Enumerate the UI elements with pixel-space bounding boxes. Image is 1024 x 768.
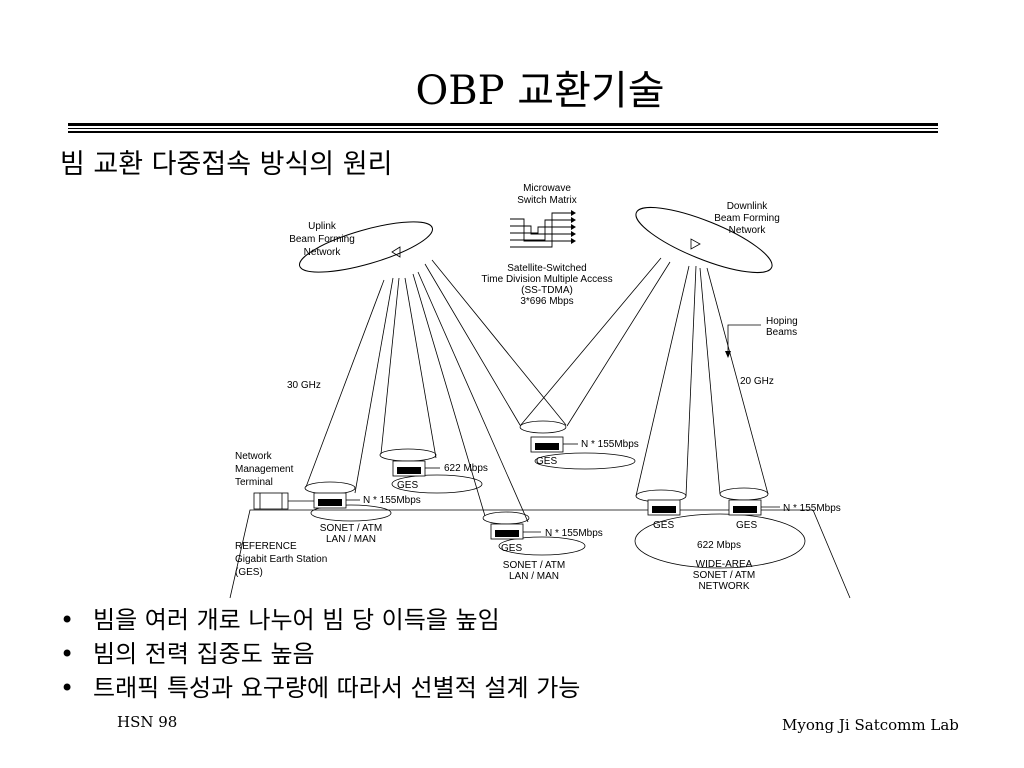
- bullet-text: 빔을 여러 개로 나누어 빔 당 이득을 높임: [93, 606, 500, 634]
- microwave-label-1: Microwave: [523, 183, 571, 194]
- ges-622-ring: [391, 474, 483, 494]
- rate-label-ref: N * 155Mbps: [363, 495, 421, 506]
- ges-label-wan-right: GES: [736, 520, 757, 531]
- title-rule-2: [68, 128, 938, 129]
- title-rule-1: [68, 123, 938, 126]
- rate-label-mid: N * 155Mbps: [545, 528, 603, 539]
- downlink-label-1: Downlink: [727, 201, 769, 212]
- switch-matrix-icon: [510, 210, 576, 248]
- ges-terminal-mid: [490, 523, 541, 540]
- downlink-antenna-dish: [635, 206, 773, 274]
- footer-right: Myong Ji Satcomm Lab: [782, 716, 959, 734]
- downlink-label-3: Network: [729, 225, 767, 236]
- uplink-label-1: Uplink: [308, 221, 337, 232]
- uplink-antenna-icon: [391, 246, 401, 258]
- ges-terminal-wan-right: [728, 499, 780, 516]
- title-rule-3: [68, 131, 938, 133]
- ges-terminal-top: [530, 436, 578, 453]
- ges-terminal-ref: [313, 492, 360, 509]
- ges-label-622: GES: [397, 480, 418, 491]
- rate-label-622: 622 Mbps: [444, 463, 488, 474]
- wan-label-3: NETWORK: [698, 581, 749, 592]
- downlink-beams: [519, 257, 769, 503]
- sonet-mid-label-2: LAN / MAN: [509, 571, 559, 582]
- nmt-label-1: Network: [235, 451, 273, 462]
- ss-tdma-label-4: 3*696 Mbps: [520, 296, 573, 307]
- rate-label-wan: N * 155Mbps: [783, 503, 841, 514]
- wan-label-2: SONET / ATM: [693, 570, 755, 581]
- hoping-beams-arrow: [727, 324, 761, 352]
- nmt-label-3: Terminal: [235, 477, 273, 488]
- bullet-text: 빔의 전력 집중도 높음: [93, 640, 315, 668]
- bullet-item: • 빔을 여러 개로 나누어 빔 당 이득을 높임: [60, 603, 580, 637]
- ss-tdma-label-3: (SS-TDMA): [521, 285, 573, 296]
- downlink-antenna-icon: [690, 238, 701, 250]
- nmt-label-2: Management: [235, 464, 294, 475]
- bullet-dot: •: [60, 674, 75, 702]
- wide-area-network-ring: [634, 513, 806, 569]
- bullet-text: 트래픽 특성과 요구량에 따라서 선별적 설계 가능: [93, 674, 581, 702]
- rate-label-wan-622: 622 Mbps: [697, 540, 741, 551]
- uplink-antenna-dish: [299, 221, 433, 273]
- slide-subtitle: 빔 교환 다중접속 방식의 원리: [60, 149, 393, 180]
- hoping-label-2: Beams: [766, 327, 797, 338]
- sonet-mid-label-1: SONET / ATM: [503, 560, 565, 571]
- reference-label-2: Gigabit Earth Station: [235, 554, 327, 565]
- ss-tdma-label-1: Satellite-Switched: [507, 263, 586, 274]
- ss-tdma-label-2: Time Division Multiple Access: [481, 274, 612, 285]
- bullet-item: • 빔의 전력 집중도 높음: [60, 637, 580, 671]
- bullet-item: • 트래픽 특성과 요구량에 따라서 선별적 설계 가능: [60, 671, 580, 705]
- downlink-label-2: Beam Forming: [714, 213, 780, 224]
- freq-uplink-label: 30 GHz: [287, 380, 321, 391]
- wan-label-1: WIDE-AREA: [696, 559, 753, 570]
- ges-label-mid: GES: [501, 543, 522, 554]
- ges-terminal-wan-left: [647, 499, 681, 516]
- sonet-left-label-1: SONET / ATM: [320, 523, 382, 534]
- hoping-beams-arrowhead: [725, 351, 731, 358]
- uplink-label-3: Network: [304, 247, 342, 258]
- ges-top-ring: [534, 452, 636, 470]
- uplink-beams: [304, 259, 567, 525]
- bullet-list: • 빔을 여러 개로 나누어 빔 당 이득을 높임 • 빔의 전력 집중도 높음 •…: [60, 603, 580, 705]
- ref-ges-ring: [310, 504, 392, 522]
- rate-label-top: N * 155Mbps: [581, 439, 639, 450]
- reference-label-3: (GES): [235, 567, 263, 578]
- uplink-label-2: Beam Forming: [289, 234, 355, 245]
- bullet-dot: •: [60, 640, 75, 668]
- ground-plane: [229, 509, 851, 599]
- slide-title: OBP 교환기술: [415, 68, 665, 114]
- ges-label-wan-left: GES: [653, 520, 674, 531]
- sonet-left-label-2: LAN / MAN: [326, 534, 376, 545]
- footer-left: HSN 98: [117, 713, 178, 731]
- freq-downlink-label: 20 GHz: [740, 376, 774, 387]
- bullet-dot: •: [60, 606, 75, 634]
- microwave-label-2: Switch Matrix: [517, 195, 576, 206]
- reference-label-1: REFERENCE: [235, 541, 297, 552]
- ges-terminal-622: [392, 460, 440, 477]
- ges-label-top: GES: [536, 456, 557, 467]
- hoping-label-1: Hoping: [766, 316, 798, 327]
- ges-mid-ring: [498, 536, 586, 556]
- network-management-terminal-icon: [253, 492, 314, 510]
